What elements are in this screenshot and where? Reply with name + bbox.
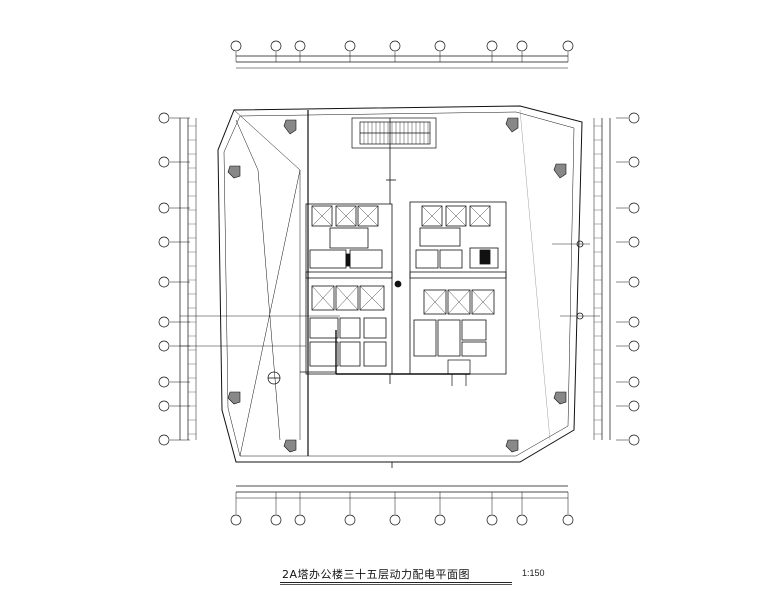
axis-bubble [294,40,306,52]
axis-bubble [486,514,498,526]
axis-bubble [628,112,640,124]
core-left [305,203,393,375]
drawing-scale: 1:150 [522,568,545,578]
axis-bubble [344,40,356,52]
axis-bubble [628,316,640,328]
axis-bubble [158,236,170,248]
axis-bubble [230,514,242,526]
axis-bubble [562,514,574,526]
axis-bubble [434,40,446,52]
axis-bubble [158,156,170,168]
core-right [409,201,507,375]
axis-bubble [270,40,282,52]
entrance [447,359,471,386]
axis-bubble [158,316,170,328]
axis-bubble [628,276,640,288]
right-axis-grid [593,112,640,446]
axis-bubble [486,40,498,52]
axis-bubble [270,514,282,526]
axis-bubble [628,156,640,168]
axis-bubble [230,40,242,52]
axis-bubble [158,112,170,124]
left-axis-grid [158,112,197,446]
axis-bubble [562,40,574,52]
drawing-title: 2A塔办公楼三十五层动力配电平面图 [282,568,471,581]
corner-columns [227,117,567,453]
axis-bubble [344,514,356,526]
axis-bubble [628,400,640,412]
axis-bubble [158,276,170,288]
title-underline-thin [280,584,512,585]
axis-bubble [389,40,401,52]
axis-bubble [628,376,640,388]
axis-bubble [158,434,170,446]
axis-bubble [516,40,528,52]
axis-bubble [158,202,170,214]
axis-bubble [628,236,640,248]
building-outline [217,105,583,463]
axis-bubble [628,340,640,352]
escalator [351,117,437,149]
axis-bubble [628,202,640,214]
wiring [180,118,600,468]
axis-bubble [158,340,170,352]
axis-bubble [294,514,306,526]
axis-bubble [434,514,446,526]
title-block: 2A塔办公楼三十五层动力配电平面图 1:150 [230,562,550,585]
axis-bubble [516,514,528,526]
distribution-box-symbol [267,371,281,385]
top-axis-grid [230,40,574,69]
axis-bubble [158,376,170,388]
axis-bubble [628,434,640,446]
bottom-axis-grid [230,485,574,526]
axis-bubble [389,514,401,526]
title-underline [280,582,512,583]
axis-bubble [158,400,170,412]
